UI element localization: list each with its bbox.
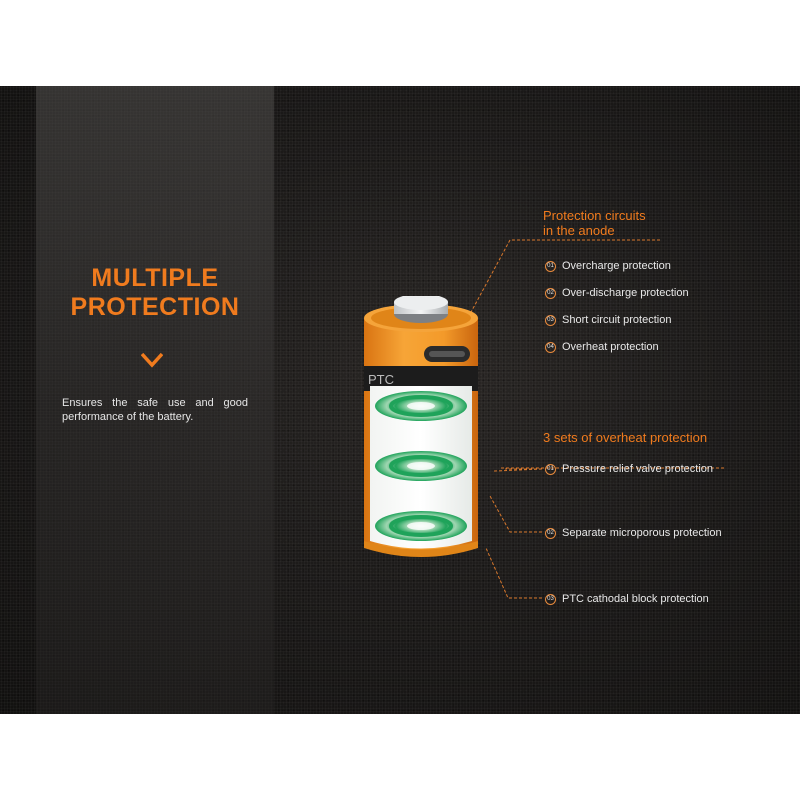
number-badge: 02	[545, 287, 556, 299]
number-badge: 03	[545, 593, 556, 605]
headline: MULTIPLE PROTECTION	[36, 264, 274, 322]
number-badge: 02	[545, 527, 556, 539]
chevron-down-icon	[141, 352, 163, 368]
anode-item: 02 Over-discharge protection	[545, 287, 689, 299]
number-badge: 01	[545, 260, 556, 272]
battery-illustration: PTC	[364, 296, 478, 557]
overheat-item: 03 PTC cathodal block protection	[545, 593, 709, 605]
description-text: Ensures the safe use and good performanc…	[62, 397, 248, 423]
svg-text:PTC: PTC	[368, 372, 394, 387]
anode-section-title: Protection circuits in the anode	[543, 208, 693, 238]
anode-item-label: Overheat protection	[562, 341, 659, 353]
number-badge: 04	[545, 341, 556, 353]
anode-item-label: Over-discharge protection	[562, 287, 689, 299]
headline-line-1: MULTIPLE	[91, 264, 219, 292]
callout-lines	[469, 239, 724, 599]
number-badge: 01	[545, 463, 556, 475]
overheat-section-title: 3 sets of overheat protection	[543, 430, 708, 445]
overheat-item: 01 Pressure relief valve protection	[545, 463, 713, 475]
anode-item-label: Short circuit protection	[562, 314, 672, 326]
product-banner: MULTIPLE PROTECTION Ensures the safe use…	[0, 86, 800, 714]
headline-line-2: PROTECTION	[70, 293, 240, 321]
anode-title-line-2: in the anode	[543, 223, 615, 238]
anode-item: 03 Short circuit protection	[545, 314, 671, 326]
anode-item-label: Overcharge protection	[562, 260, 671, 272]
anode-item: 04 Overheat protection	[545, 341, 659, 353]
anode-title-line-1: Protection circuits	[543, 208, 646, 223]
overheat-item-label: PTC cathodal block protection	[562, 593, 709, 605]
overheat-item-label: Pressure relief valve protection	[562, 463, 714, 475]
overheat-item: 02 Separate microporous protection	[545, 527, 722, 539]
overheat-item-label: Separate microporous protection	[562, 527, 722, 539]
number-badge: 03	[545, 314, 556, 326]
left-panel	[36, 86, 274, 714]
anode-item: 01 Overcharge protection	[545, 260, 671, 272]
